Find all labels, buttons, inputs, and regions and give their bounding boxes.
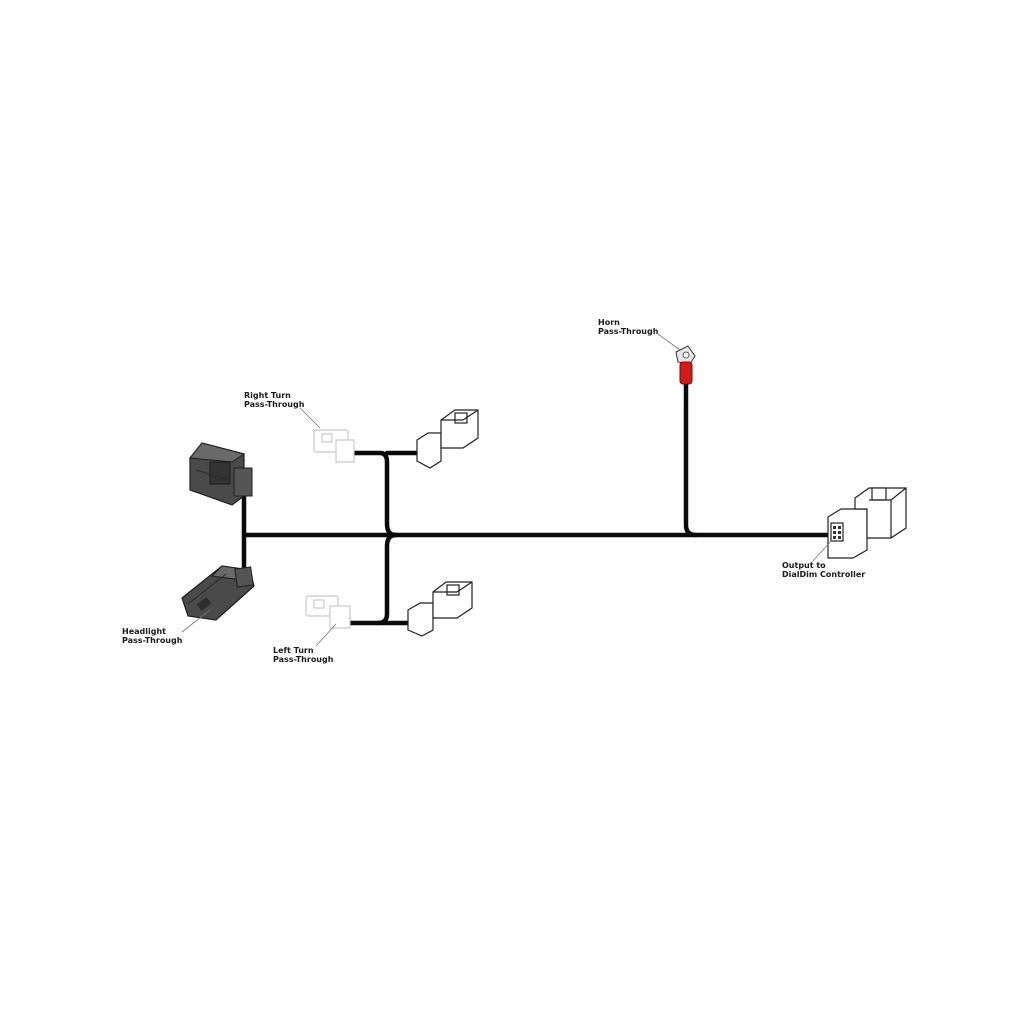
output-label: Output to DialDim Controller [782,561,866,579]
left-turn-branch-wire [342,532,399,626]
right-turn-faded-connector-icon [313,429,355,463]
left-turn-leader-line [315,623,337,647]
leader-lines [181,333,833,647]
left-turn-connector-icon [407,581,473,637]
output-leader-line [811,539,833,563]
headlight-female-connector-icon [181,565,255,621]
harness-wires [241,379,838,626]
headlight-leader-line [181,609,211,633]
horn-branch-wire [683,379,699,538]
right-turn-branch-wire [349,450,399,538]
horn-ring-terminal-icon [675,345,696,385]
right-turn-label: Right Turn Pass-Through [244,391,305,409]
dialdim-output-connector-icon [827,487,907,559]
left-turn-faded-connector-icon [305,595,351,629]
right-turn-leader-line [299,407,321,429]
horn-label: Horn Pass-Through [598,318,659,336]
headlight-label: Headlight Pass-Through [122,627,183,645]
left-turn-label: Left Turn Pass-Through [273,646,334,664]
right-turn-connector-icon [416,409,479,469]
horn-leader-line [657,333,681,351]
headlight-male-connector-icon [189,442,253,506]
